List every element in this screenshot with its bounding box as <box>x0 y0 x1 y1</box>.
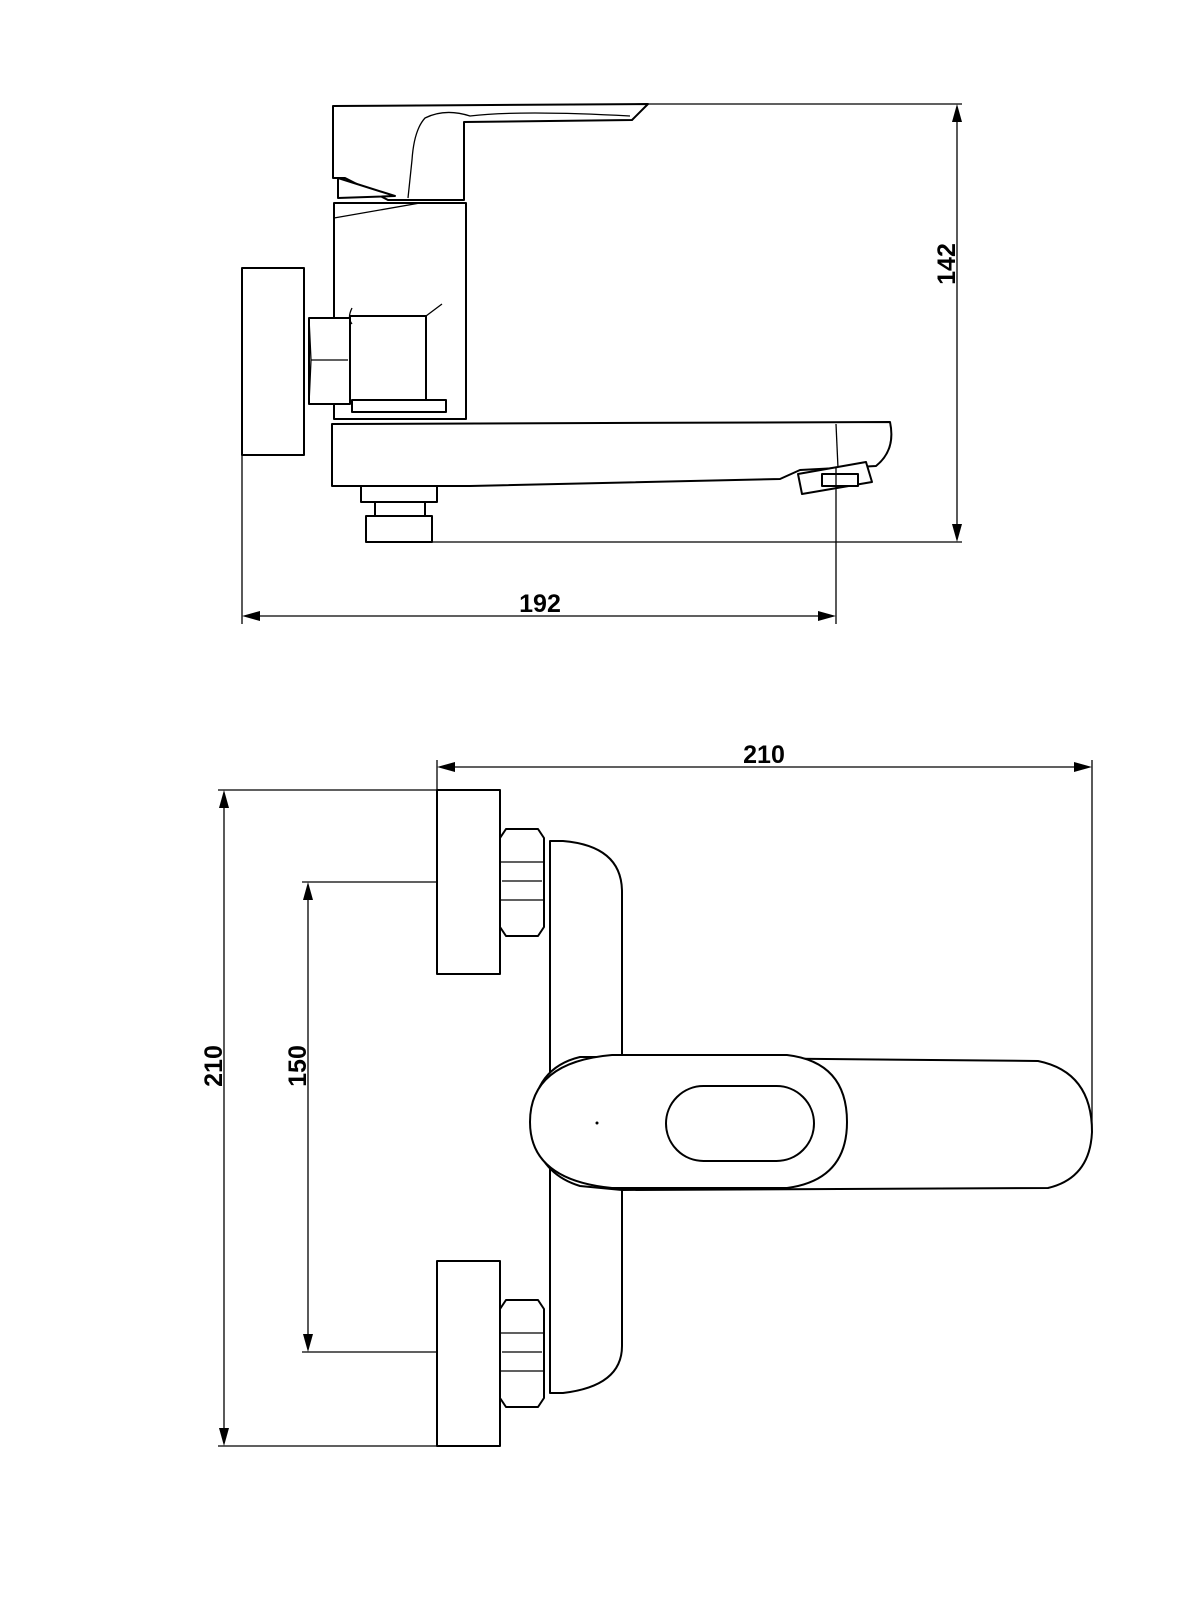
handle-lever <box>332 103 649 201</box>
side-height-label: 142 <box>933 243 961 285</box>
center-mark <box>595 1121 599 1125</box>
upper-flange <box>436 789 501 975</box>
top-width-dimension: 210 <box>436 741 1093 1130</box>
side-width-label: 192 <box>519 590 561 618</box>
lower-nut-detail <box>500 1332 544 1372</box>
hex-nut-detail <box>308 317 348 405</box>
handle-grip <box>407 111 631 199</box>
diverter-top <box>360 485 438 503</box>
side-view: 142 192 <box>241 103 962 624</box>
side-width-dimension: 192 <box>241 455 837 624</box>
lower-nut <box>499 1299 545 1408</box>
handle-base <box>337 177 396 199</box>
connector-ring <box>351 399 447 413</box>
diverter-bottom <box>365 515 433 543</box>
hex-nut <box>308 317 351 405</box>
inlet-spacing-dimension: 150 <box>284 881 437 1353</box>
outer-height-label: 210 <box>200 1045 228 1087</box>
top-view: 210 210 150 <box>200 741 1093 1447</box>
handle-oval-recess <box>665 1085 815 1162</box>
inlet-spacing-label: 150 <box>284 1045 312 1087</box>
diverter-mid <box>374 501 426 517</box>
side-height-dimension: 142 <box>432 103 962 543</box>
upper-nut <box>499 828 545 937</box>
connector-cylinder <box>349 315 427 403</box>
body-top-slant <box>333 202 421 219</box>
wall-flange <box>241 267 305 456</box>
lower-flange <box>436 1260 501 1447</box>
spout-detail <box>835 423 839 469</box>
outer-height-dimension: 210 <box>200 789 437 1447</box>
spout <box>331 421 893 487</box>
aerator-slot <box>821 473 859 487</box>
upper-nut-detail <box>500 861 544 901</box>
top-width-label: 210 <box>743 741 785 769</box>
